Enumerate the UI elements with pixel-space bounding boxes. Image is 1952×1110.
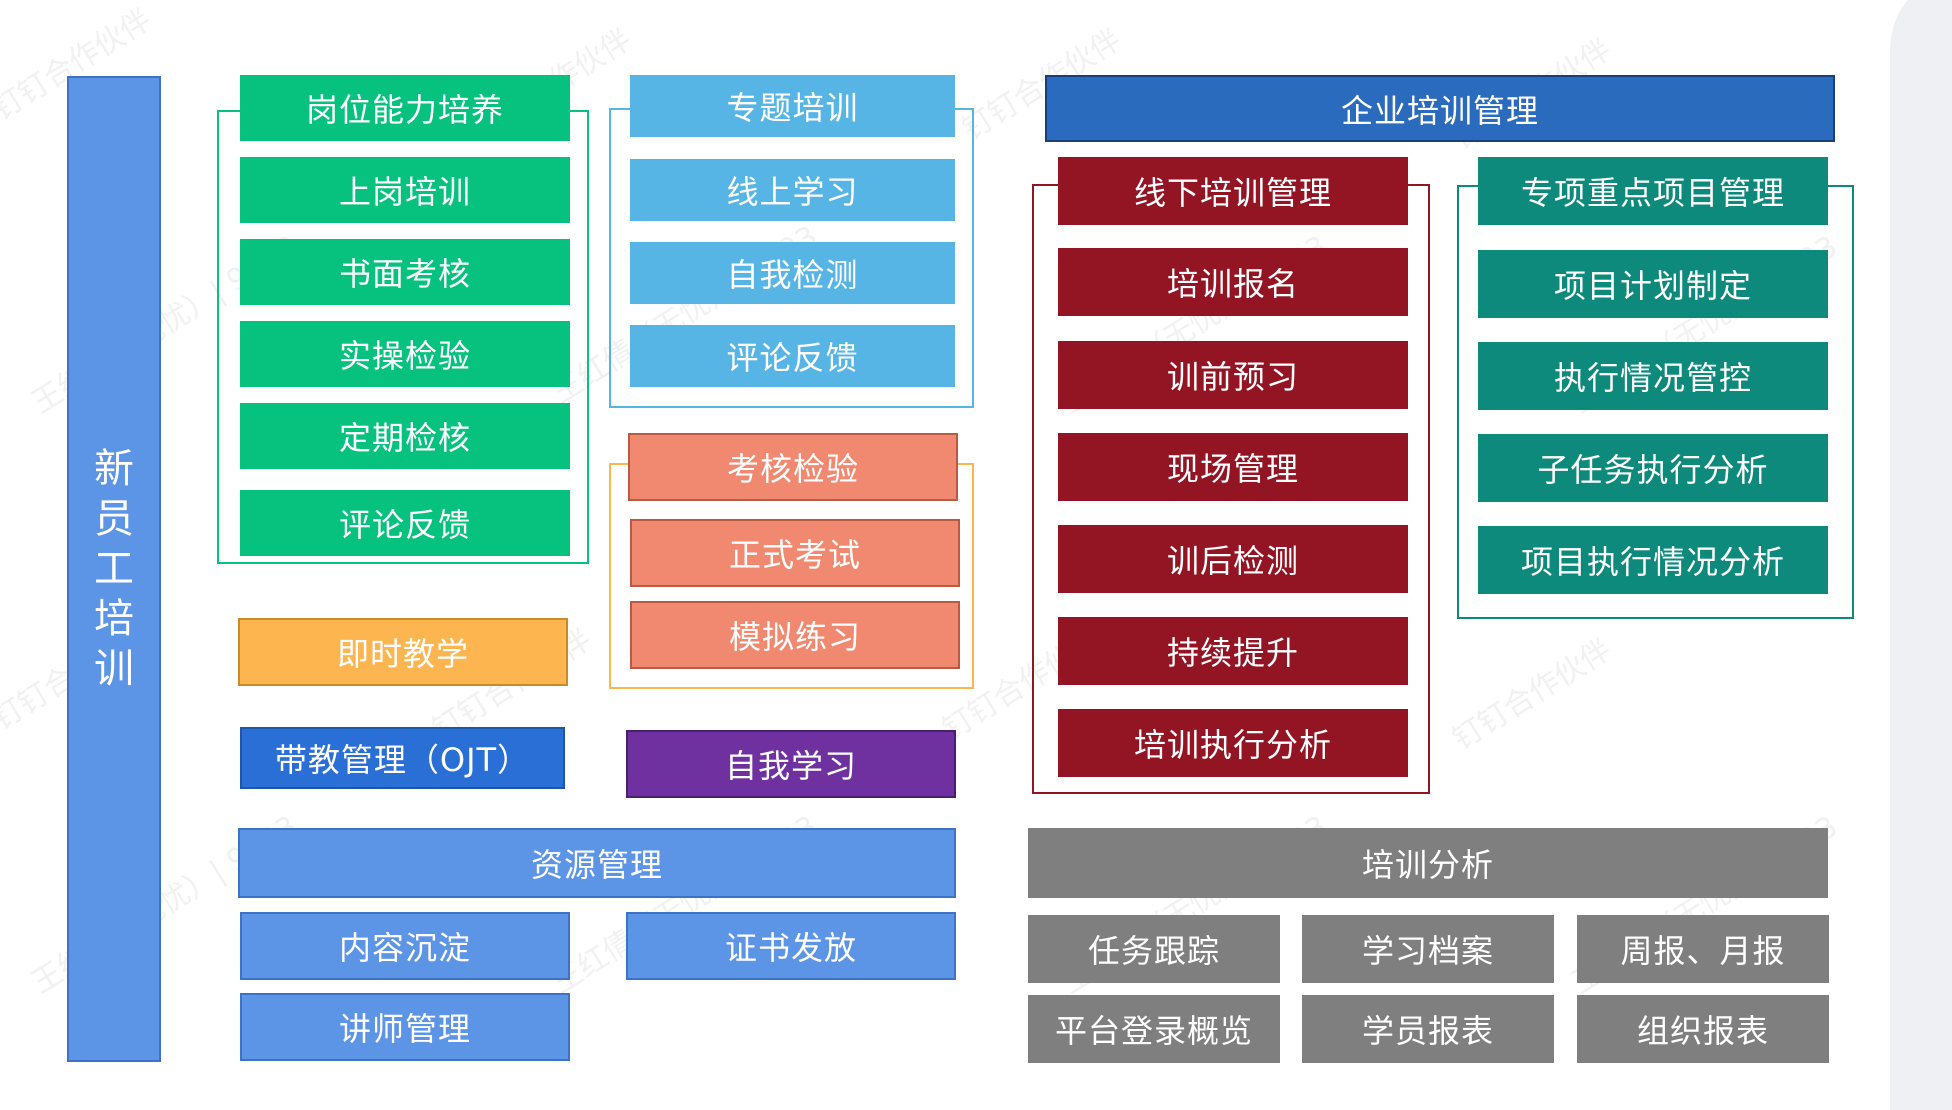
training-analysis-item: 周报、月报 <box>1577 915 1829 983</box>
key-projects-item: 子任务执行分析 <box>1478 434 1828 502</box>
training-analysis-item: 组织报表 <box>1577 995 1829 1063</box>
job-ability-item: 书面考核 <box>240 239 570 305</box>
training-analysis-item: 学习档案 <box>1302 915 1554 983</box>
label-char: 工 <box>94 546 134 592</box>
topic-training-item: 评论反馈 <box>630 325 955 387</box>
assessment-item: 模拟练习 <box>630 601 960 669</box>
key-projects-item: 执行情况管控 <box>1478 342 1828 410</box>
label-char: 员 <box>94 496 134 542</box>
background-corner <box>1890 0 1952 1110</box>
topic-training-item: 线上学习 <box>630 159 955 221</box>
offline-training-item: 训后检测 <box>1058 525 1408 593</box>
offline-training-item: 培训报名 <box>1058 248 1408 316</box>
topic-training-title: 专题培训 <box>630 75 955 137</box>
key-projects-title: 专项重点项目管理 <box>1478 157 1828 225</box>
training-analysis-item: 平台登录概览 <box>1028 995 1280 1063</box>
training-analysis-item: 任务跟踪 <box>1028 915 1280 983</box>
training-analysis-item: 学员报表 <box>1302 995 1554 1063</box>
offline-training-item: 训前预习 <box>1058 341 1408 409</box>
new-employee-training-label: 新 员 工 培 训 <box>67 76 161 1062</box>
watermark: 钉钉合作伙伴 <box>1446 632 1618 758</box>
resource-management-item: 内容沉淀 <box>240 912 570 980</box>
job-ability-title: 岗位能力培养 <box>240 75 570 141</box>
job-ability-item: 评论反馈 <box>240 490 570 556</box>
assessment-title: 考核检验 <box>628 433 958 501</box>
training-analysis-title: 培训分析 <box>1028 828 1828 898</box>
resource-management-item: 讲师管理 <box>240 993 570 1061</box>
job-ability-item: 定期检核 <box>240 403 570 469</box>
offline-training-item: 持续提升 <box>1058 617 1408 685</box>
label-char: 培 <box>94 596 134 642</box>
topic-training-item: 自我检测 <box>630 242 955 304</box>
job-ability-item: 上岗培训 <box>240 157 570 223</box>
instant-teaching-box: 即时教学 <box>238 618 568 686</box>
offline-training-item: 现场管理 <box>1058 433 1408 501</box>
key-projects-item: 项目执行情况分析 <box>1478 526 1828 594</box>
enterprise-training-title: 企业培训管理 <box>1045 75 1835 142</box>
job-ability-item: 实操检验 <box>240 321 570 387</box>
resource-management-title: 资源管理 <box>238 828 956 898</box>
offline-training-item: 培训执行分析 <box>1058 709 1408 777</box>
label-char: 训 <box>94 646 134 692</box>
assessment-item: 正式考试 <box>630 519 960 587</box>
resource-management-item: 证书发放 <box>626 912 956 980</box>
self-learning-box: 自我学习 <box>626 730 956 798</box>
mentoring-box: 带教管理（OJT） <box>240 727 565 789</box>
offline-training-title: 线下培训管理 <box>1058 157 1408 225</box>
key-projects-item: 项目计划制定 <box>1478 250 1828 318</box>
label-char: 新 <box>94 446 134 492</box>
